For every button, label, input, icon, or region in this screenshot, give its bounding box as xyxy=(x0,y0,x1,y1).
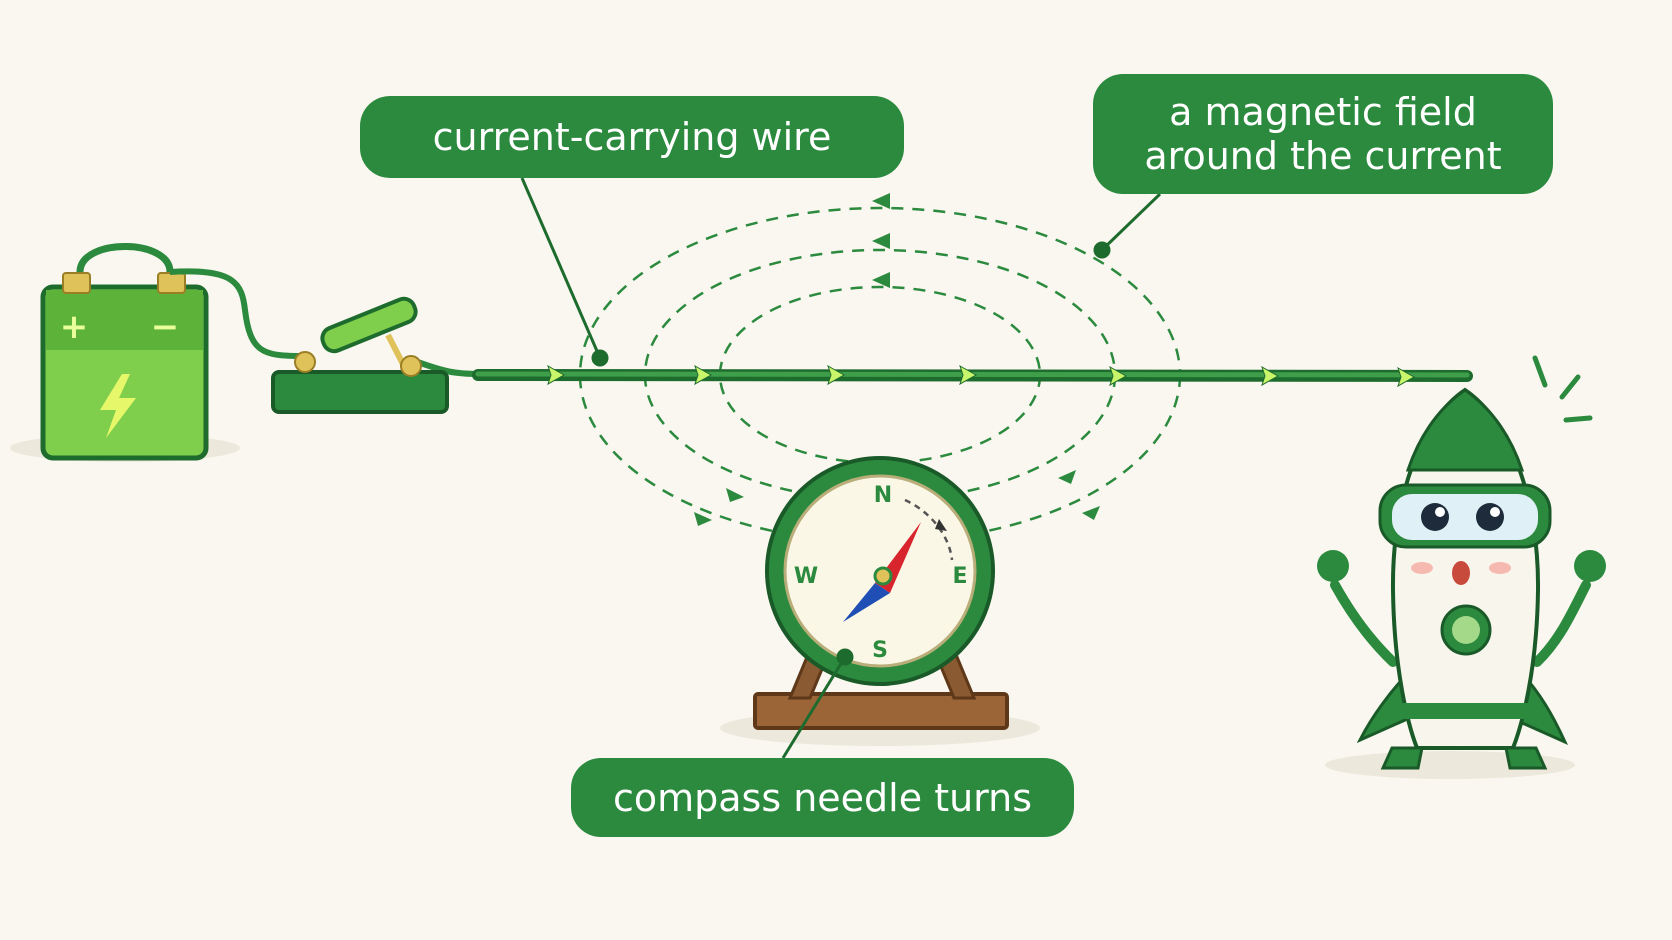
compass-needle-label: compass needle turns xyxy=(571,758,1074,837)
mascot-eye-right-shine xyxy=(1490,507,1500,517)
wire-callout-line xyxy=(520,177,602,359)
magnetic-field-label: a magnetic field around the current xyxy=(1093,74,1553,194)
switch-terminal-right xyxy=(400,355,422,377)
switch-base xyxy=(271,370,449,414)
mascot-foot-left xyxy=(1380,746,1424,770)
switch-terminal-left xyxy=(294,351,316,373)
current-direction-arrows xyxy=(547,364,1416,388)
surprise-mark-1 xyxy=(1532,355,1548,388)
compass-callout-line xyxy=(781,656,847,759)
mascot-mouth xyxy=(1452,561,1470,585)
lightning-icon xyxy=(100,374,136,438)
current-arrow-4 xyxy=(959,364,978,386)
mascot-porthole-glass xyxy=(1452,616,1480,644)
mascot-eye-left-shine xyxy=(1435,507,1445,517)
compass-south-label: S xyxy=(872,638,888,663)
battery-icon: + − xyxy=(40,243,209,461)
surprise-marks xyxy=(1532,355,1593,423)
battery-top-wire xyxy=(76,243,174,273)
compass-north-label: N xyxy=(874,483,892,508)
field-direction-arrows xyxy=(694,193,1100,526)
field-arrow-right-2 xyxy=(726,488,744,502)
battery-to-switch-wire xyxy=(169,268,301,359)
field-label-line-1: a magnetic field xyxy=(1169,90,1477,134)
compass-icon: N E S W xyxy=(765,456,995,686)
field-arrow-right-3 xyxy=(1082,506,1100,520)
goggles-lens xyxy=(1392,494,1538,540)
field-arrow-left-2 xyxy=(872,233,890,249)
wire-callout-dot xyxy=(591,349,609,367)
mascot-arm-right xyxy=(1532,580,1591,667)
battery-top-band xyxy=(46,290,203,350)
mascot-eye-right xyxy=(1476,503,1504,531)
compass-east-label: E xyxy=(952,564,967,589)
mascot-belt xyxy=(1400,703,1530,719)
knife-switch-icon xyxy=(271,296,449,414)
field-callout-dot xyxy=(1093,241,1111,259)
compass-pivot xyxy=(873,566,893,586)
current-arrow-5 xyxy=(1109,365,1128,387)
mascot-arm-left xyxy=(1330,580,1398,667)
field-arrow-right-1 xyxy=(694,512,712,526)
switch-handle xyxy=(320,296,418,354)
field-arrow-left-1 xyxy=(872,193,890,209)
mascot-nose-cone xyxy=(1405,388,1525,472)
field-arrow-left-3 xyxy=(872,272,890,288)
battery-minus-sign: − xyxy=(151,307,180,347)
field-callout-line xyxy=(1100,192,1162,252)
battery-terminal-positive xyxy=(62,272,91,294)
battery-plus-sign: + xyxy=(60,307,89,347)
mascot-cheek-left xyxy=(1411,562,1433,574)
compass-west-label: W xyxy=(794,564,818,589)
current-arrow-6 xyxy=(1261,365,1280,387)
compass-needle-south xyxy=(843,583,890,622)
field-arrow-right-4 xyxy=(1058,470,1076,484)
mascot-hand-right xyxy=(1574,550,1606,582)
surprise-mark-3 xyxy=(1563,415,1593,423)
mascot-foot-right xyxy=(1504,746,1548,770)
callout-pointers xyxy=(520,177,1162,759)
current-arrow-3 xyxy=(827,364,846,386)
mascot-character-icon xyxy=(1317,355,1606,770)
mascot-cheek-right xyxy=(1489,562,1511,574)
current-arrow-7 xyxy=(1397,366,1416,388)
battery-terminal-negative xyxy=(157,272,186,294)
wire-label-text: current-carrying wire xyxy=(432,115,832,159)
current-arrow-1 xyxy=(547,364,566,386)
current-arrow-2 xyxy=(694,364,713,386)
surprise-mark-2 xyxy=(1559,374,1581,400)
mascot-eye-left xyxy=(1421,503,1449,531)
field-label-line-2: around the current xyxy=(1144,134,1502,178)
compass-label-text: compass needle turns xyxy=(612,775,1033,820)
mascot-hand-left xyxy=(1317,550,1349,582)
compass-callout-dot xyxy=(836,648,854,666)
needle-rotation-arrowhead xyxy=(935,519,947,531)
current-carrying-wire-label: current-carrying wire xyxy=(360,96,904,178)
